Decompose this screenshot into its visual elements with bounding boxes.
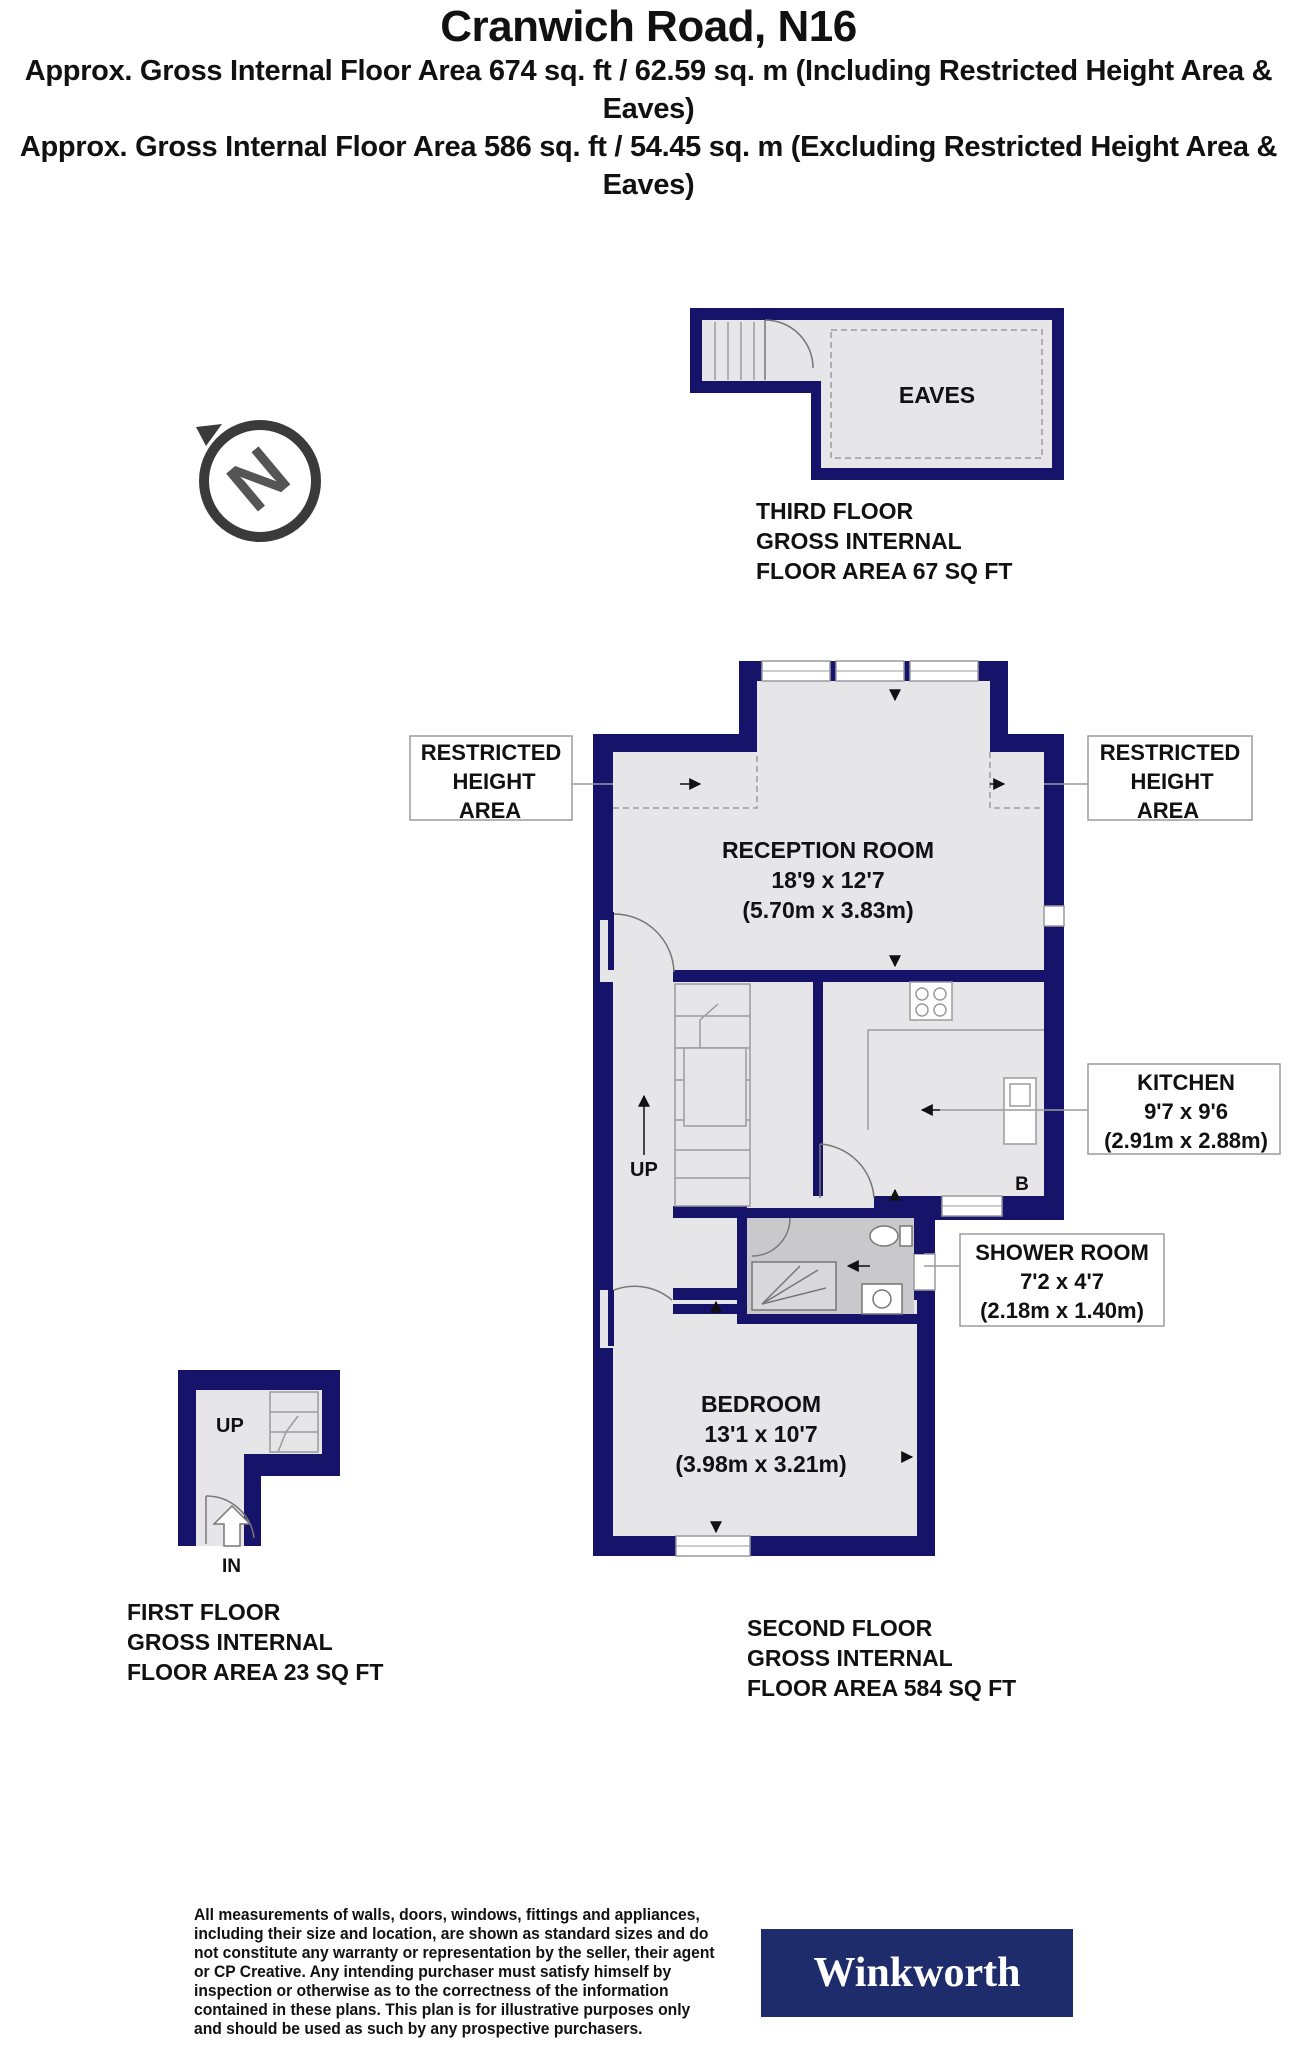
third-floor-caption-line2: GROSS INTERNAL (756, 528, 962, 554)
shower-room-label-box: SHOWER ROOM 7'2 x 4'7 (2.18m x 1.40m) (959, 1233, 1165, 1327)
area-including: Approx. Gross Internal Floor Area 674 sq… (24, 55, 1273, 125)
third-floor-caption-line3: FLOOR AREA 67 SQ FT (756, 558, 1012, 584)
second-floor-caption-line1: SECOND FLOOR (747, 1615, 933, 1641)
shower-room-name: SHOWER ROOM (975, 1240, 1149, 1265)
shower-fittings (751, 1225, 913, 1315)
first-floor-caption-line1: FIRST FLOOR (127, 1599, 281, 1625)
third-floor-plan: EAVES (690, 308, 1064, 480)
first-floor-up-label: UP (216, 1415, 244, 1437)
leader-lines (572, 783, 1088, 1267)
restricted-right-line2: HEIGHT (1130, 769, 1214, 794)
restricted-left-line2: HEIGHT (452, 769, 536, 794)
first-floor-caption-line2: GROSS INTERNAL (127, 1629, 333, 1655)
reception-room-imperial: 18'9 x 12'7 (771, 867, 884, 893)
first-floor-plan (178, 1370, 340, 1547)
plan-header: Cranwich Road, N16 Approx. Gross Interna… (0, 0, 1297, 204)
kitchen-fittings (867, 981, 1044, 1145)
restricted-left-line1: RESTRICTED (421, 740, 562, 765)
second-floor-plan (593, 661, 1064, 1556)
kitchen-label-box: KITCHEN 9'7 x 9'6 (2.91m x 2.88m) (1087, 1063, 1281, 1155)
bedroom-metric: (3.98m x 3.21m) (675, 1451, 846, 1477)
restricted-right-line3: AREA (1137, 798, 1199, 823)
restricted-height-right-box: RESTRICTED HEIGHT AREA (1087, 735, 1253, 823)
shower-room-imperial: 7'2 x 4'7 (1020, 1269, 1104, 1294)
second-floor-caption-line3: FLOOR AREA 584 SQ FT (747, 1675, 1016, 1701)
compass-icon: N (196, 420, 321, 542)
kitchen-metric: (2.91m x 2.88m) (1104, 1128, 1268, 1153)
entrance-label: IN (222, 1556, 241, 1577)
kitchen-name: KITCHEN (1137, 1070, 1235, 1095)
restricted-left-line3: AREA (459, 798, 521, 823)
third-floor-caption-line1: THIRD FLOOR (756, 498, 914, 524)
property-title: Cranwich Road, N16 (440, 2, 857, 51)
door-swings (613, 913, 875, 1301)
brand-logo: Winkworth (761, 1929, 1073, 2017)
restricted-right-line1: RESTRICTED (1100, 740, 1241, 765)
bedroom-name: BEDROOM (701, 1391, 821, 1417)
restricted-height-left-box: RESTRICTED HEIGHT AREA (409, 735, 573, 823)
reception-room-metric: (5.70m x 3.83m) (742, 897, 913, 923)
boiler-label: B (1015, 1174, 1029, 1195)
second-floor-staircase (674, 983, 751, 1207)
stair-up-label: UP (630, 1159, 658, 1181)
brand-name: Winkworth (813, 1950, 1021, 1996)
eaves-label: EAVES (899, 382, 975, 408)
bedroom-imperial: 13'1 x 10'7 (704, 1421, 817, 1447)
window-glazing-lines (676, 670, 1002, 1547)
restricted-height-outline (613, 752, 1044, 809)
area-excluding: Approx. Gross Internal Floor Area 586 sq… (19, 131, 1278, 201)
reception-room-name: RECEPTION ROOM (722, 837, 934, 863)
room-arrows (680, 689, 1006, 1534)
kitchen-imperial: 9'7 x 9'6 (1144, 1099, 1228, 1124)
second-floor-caption-line2: GROSS INTERNAL (747, 1645, 953, 1671)
first-floor-caption-line3: FLOOR AREA 23 SQ FT (127, 1659, 383, 1685)
entrance-arrow-icon (212, 1504, 252, 1547)
disclaimer-text: All measurements of walls, doors, window… (194, 1905, 715, 2038)
shower-room-metric: (2.18m x 1.40m) (980, 1298, 1144, 1323)
